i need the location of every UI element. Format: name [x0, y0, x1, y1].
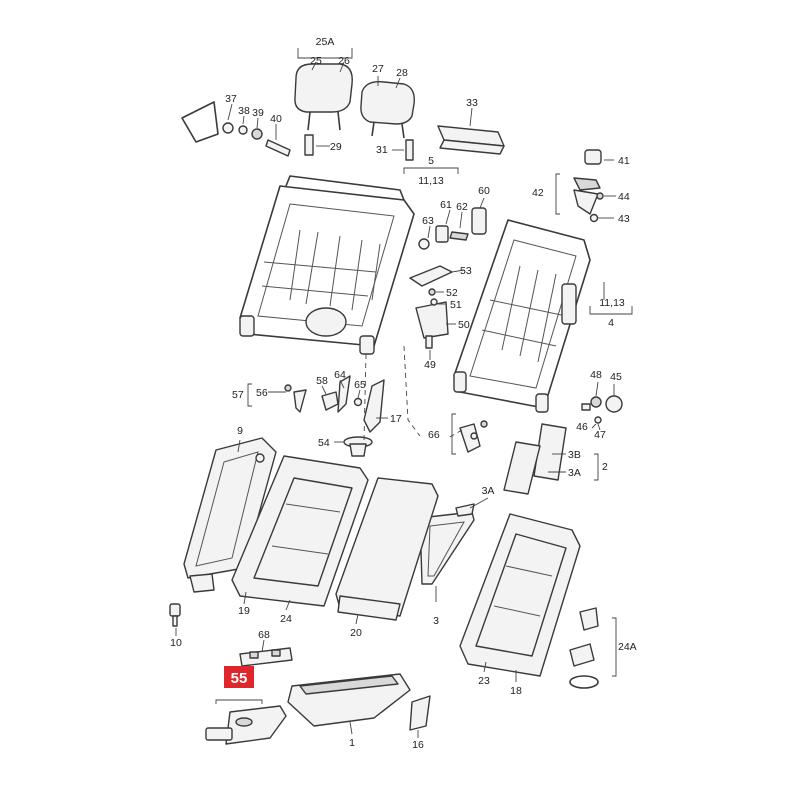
headrest-pins [304, 134, 414, 161]
callout-63: 63 [422, 215, 434, 227]
clip-54 [343, 436, 373, 457]
callout-33: 33 [466, 97, 478, 109]
armrest-1 [287, 673, 411, 727]
callout-53: 53 [460, 265, 472, 277]
backrest-cushion-right [459, 513, 581, 677]
backrest-cushion-left [231, 455, 369, 607]
callout-3A-lower: 3A [482, 485, 495, 497]
callout-28: 28 [396, 67, 408, 79]
clips-24A [569, 607, 599, 689]
callout-45: 45 [610, 371, 622, 383]
leader-lines [175, 48, 633, 738]
callout-29: 29 [330, 141, 342, 153]
highlight-box [224, 666, 254, 688]
callout-42: 42 [532, 187, 544, 199]
callout-3B: 3B [568, 449, 581, 461]
callout-17: 17 [390, 413, 402, 425]
callout-16: 16 [412, 739, 424, 751]
callout-38: 38 [238, 105, 250, 117]
hinge-parts-56-65 [284, 375, 385, 433]
callout-18: 18 [510, 685, 522, 697]
callout-24A: 24A [618, 641, 637, 653]
callout-3A: 3A [568, 467, 581, 479]
highlight-55: 55 [224, 666, 254, 688]
callout-51: 51 [450, 299, 462, 311]
callout-43: 43 [618, 213, 630, 225]
callout-24: 24 [280, 613, 292, 625]
callout-25: 25 [310, 55, 322, 67]
bracket-33 [437, 125, 505, 155]
backrest-frame-left [239, 175, 415, 355]
callout-66: 66 [428, 429, 440, 441]
callout-49: 49 [424, 359, 436, 371]
cover-3A-3B [419, 423, 567, 585]
side-panel-9 [183, 437, 277, 593]
latch-49-53 [409, 265, 453, 349]
callout-62: 62 [456, 201, 468, 213]
callout-61: 61 [440, 199, 452, 211]
callout-2: 2 [602, 461, 608, 473]
hardware-37-40 [181, 101, 291, 157]
bracket-68 [239, 647, 293, 667]
callout-5: 5 [428, 155, 434, 167]
hardware-66 [459, 420, 488, 453]
callout-23: 23 [478, 675, 490, 687]
callout-50: 50 [458, 319, 470, 331]
headrest-left [294, 63, 353, 131]
callout-19: 19 [238, 605, 250, 617]
callout-39: 39 [252, 107, 264, 119]
pin-10 [169, 603, 181, 627]
callout-9: 9 [237, 425, 243, 437]
callout-48: 48 [590, 369, 602, 381]
callout-58: 58 [316, 375, 328, 387]
callout-labels: 25A 25 26 27 28 33 29 31 37 38 39 40 5 1… [170, 36, 637, 751]
callout-1: 1 [349, 737, 355, 749]
cap-16 [409, 695, 431, 731]
cup-holder-55 [205, 705, 287, 745]
cushion-insert-20 [335, 477, 439, 621]
callout-20: 20 [350, 627, 362, 639]
callout-26: 26 [338, 55, 350, 67]
callout-11-13: 11,13 [418, 175, 444, 187]
callout-60: 60 [478, 185, 490, 197]
callout-4: 4 [608, 317, 614, 329]
callout-52: 52 [446, 287, 458, 299]
callout-44: 44 [618, 191, 630, 203]
hardware-41-44 [573, 149, 604, 223]
backrest-frame-right [453, 219, 591, 413]
callout-25A: 25A [316, 36, 335, 48]
callout-65: 65 [354, 379, 366, 391]
callout-10: 10 [170, 637, 182, 649]
callout-54: 54 [318, 437, 330, 449]
callout-3: 3 [433, 615, 439, 627]
callout-37: 37 [225, 93, 237, 105]
headrest-right [360, 81, 415, 139]
hinge-parts-60-63 [418, 207, 487, 250]
callout-57: 57 [232, 389, 244, 401]
callout-40: 40 [270, 113, 282, 125]
highlight-label: 55 [231, 670, 248, 687]
callout-11-13-right: 11,13 [599, 297, 625, 309]
callout-27: 27 [372, 63, 384, 75]
callout-68: 68 [258, 629, 270, 641]
callout-46: 46 [576, 421, 588, 433]
callout-64: 64 [334, 369, 346, 381]
callout-31: 31 [376, 144, 388, 156]
callout-47: 47 [594, 429, 606, 441]
callout-41: 41 [618, 155, 630, 167]
hardware-45-48 [581, 395, 623, 424]
callout-56: 56 [256, 387, 268, 399]
dashed-connectors [363, 345, 463, 441]
